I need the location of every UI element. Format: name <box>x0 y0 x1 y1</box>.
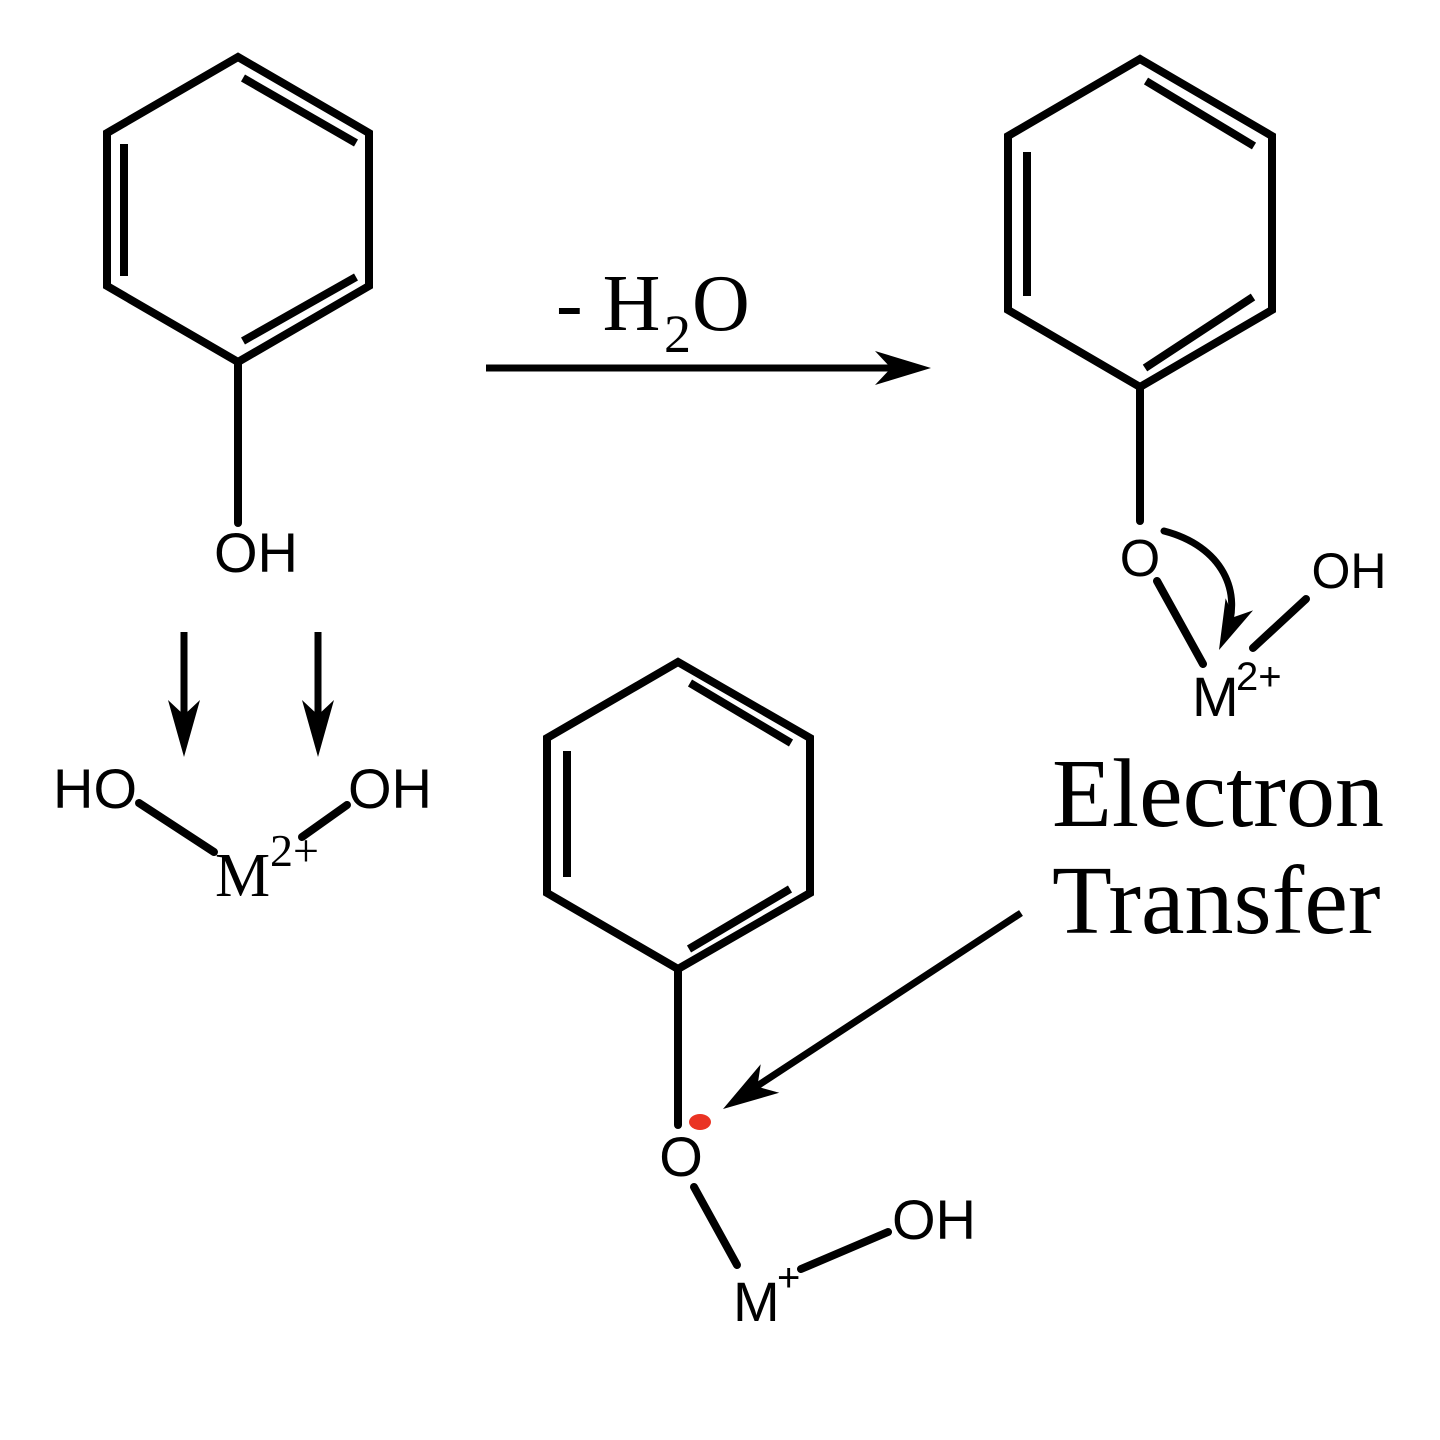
coordination-arrows <box>168 632 334 757</box>
oxygen-label: O <box>1120 530 1160 588</box>
annotation-line2: Transfer <box>1052 847 1380 955</box>
left-hydroxide-label: HO <box>53 757 137 820</box>
double-bond <box>1143 77 1257 150</box>
o-metal-bond <box>690 1183 741 1269</box>
hydroxide-label: OH <box>1312 543 1387 599</box>
double-bond <box>687 679 794 747</box>
electron-transfer-arrowhead-icon <box>723 1064 780 1109</box>
metal-dihydroxide: HO M 2+ OH <box>53 757 432 910</box>
benzene-ring <box>103 52 373 367</box>
metal-hydroxide-bond <box>797 1228 892 1273</box>
double-bond <box>1142 293 1256 372</box>
curved-electron-arrow <box>1160 527 1236 640</box>
metal-label: M <box>1192 665 1239 728</box>
oxygen-label: O <box>659 1125 703 1188</box>
curved-arrowhead-icon <box>1219 598 1254 650</box>
electron-transfer-arrow-shaft <box>749 910 1023 1093</box>
metal-charge-superscript: + <box>777 1256 800 1300</box>
electron-transfer-annotation: Electron Transfer <box>723 740 1384 1109</box>
down-arrowhead-icon <box>168 700 200 757</box>
metal-label: M <box>215 842 270 910</box>
reaction-label-suffix: O <box>692 260 750 348</box>
phenol-molecule: OH <box>103 52 373 584</box>
benzene-ring <box>543 657 814 974</box>
phenoxy-radical-complex: O M + OH <box>543 657 976 1333</box>
double-bond <box>241 273 358 345</box>
phenoxide-m2-complex: O M 2+ OH <box>1004 54 1387 728</box>
right-hydroxide-label: OH <box>348 757 432 820</box>
double-bond <box>686 885 793 953</box>
radical-electron-dot <box>689 1114 711 1130</box>
reaction-arrow: - H 2 O <box>486 260 931 385</box>
metal-hydroxide-bond <box>1249 595 1310 652</box>
right-arrowhead-icon <box>875 351 931 385</box>
benzene-ring <box>1004 54 1276 392</box>
o-metal-bond <box>1153 577 1207 668</box>
ho-metal-bond <box>135 799 218 856</box>
reaction-label-subscript: 2 <box>664 304 691 364</box>
metal-oh-bond <box>298 801 351 841</box>
reaction-label-prefix: - H <box>556 260 660 348</box>
metal-charge-superscript: 2+ <box>1236 655 1282 699</box>
hydroxide-label: OH <box>892 1188 976 1251</box>
hydroxyl-label: OH <box>214 521 298 584</box>
annotation-line1: Electron <box>1052 740 1384 848</box>
double-bond <box>241 74 358 147</box>
down-arrowhead-icon <box>302 700 334 757</box>
metal-label: M <box>733 1270 780 1333</box>
